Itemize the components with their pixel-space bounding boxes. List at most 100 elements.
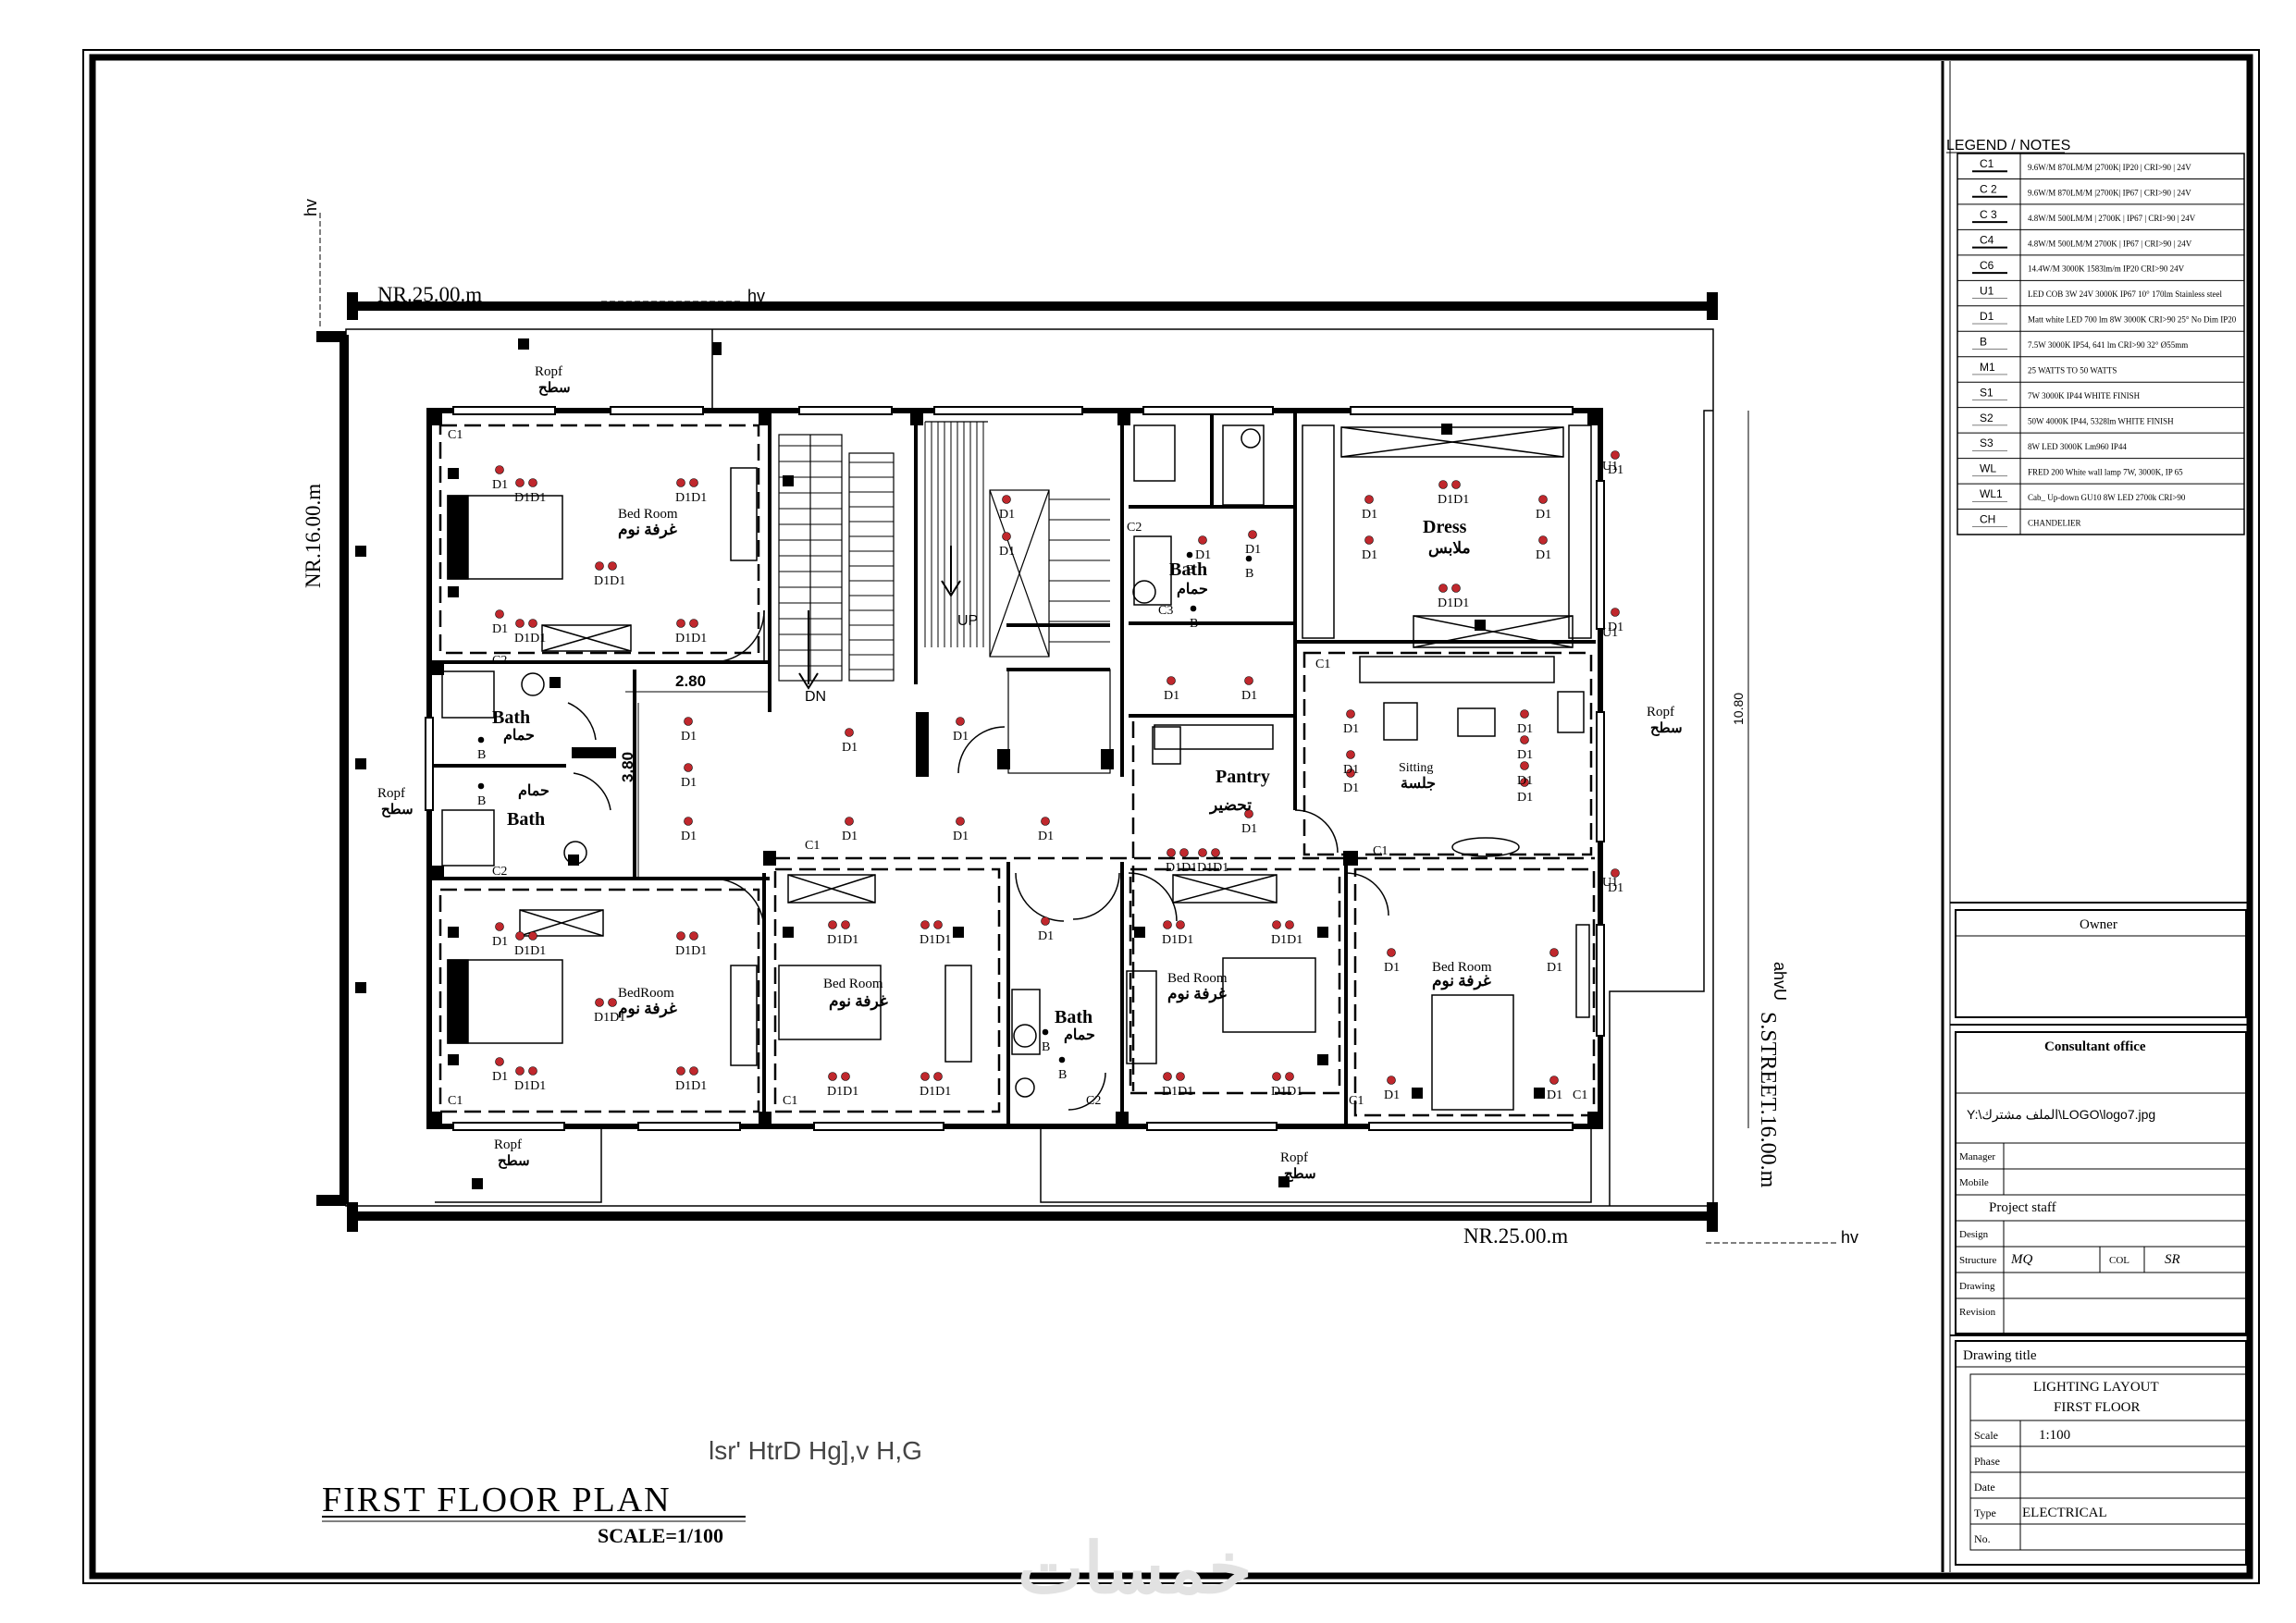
legend-text: 50W 4000K IP44, 5328lm WHITE FINISH <box>2028 417 2174 426</box>
fixture-tag: D1 <box>1362 548 1377 562</box>
legend-symbol: S2 <box>1980 412 1994 424</box>
fixture-tag: D1 <box>681 830 697 843</box>
room-label-en: Sitting <box>1399 761 1433 775</box>
fixture-tag: B <box>477 748 486 762</box>
downlight-icon <box>1346 709 1355 719</box>
downlight-icon <box>841 1072 850 1081</box>
bed-icon <box>1431 994 1514 1111</box>
dimension-bottom-label: NR.25.00.m <box>1463 1224 1568 1248</box>
downlight-icon <box>1179 848 1189 857</box>
room-label-ar: غرفة نوم <box>618 521 677 539</box>
cove-tag: C2 <box>1086 1094 1101 1108</box>
hv-tag: hv <box>1841 1228 1858 1247</box>
downlight-icon <box>676 478 685 487</box>
downlight-icon <box>1041 916 1050 926</box>
legend-symbol: CH <box>1980 513 1995 526</box>
roof-label-en: Ropf <box>377 786 405 801</box>
downlight-icon <box>1198 535 1207 545</box>
room-label-en: Pantry <box>1216 767 1270 787</box>
wall-lamp-icon <box>518 338 529 350</box>
cove-tag: C1 <box>448 428 463 442</box>
wall-lamp-icon <box>1475 620 1486 631</box>
roof-label-ar: سطح <box>498 1154 530 1169</box>
downlight-icon <box>608 998 617 1007</box>
downlight-icon <box>684 763 693 772</box>
downlight-icon <box>1244 676 1253 685</box>
legend-title: LEGEND / NOTES <box>1946 138 2070 154</box>
downlight-icon <box>920 920 930 929</box>
downlight-icon <box>1364 535 1374 545</box>
room-label-ar: غرفة نوم <box>829 992 888 1011</box>
fixture-tag: D1D1 <box>1438 493 1469 507</box>
downlight-icon <box>828 1072 837 1081</box>
downlight-icon <box>1387 1076 1396 1085</box>
downlight-icon <box>1451 480 1461 489</box>
fixture-tag: D1 <box>1038 830 1054 843</box>
fixture-tag: D1 <box>1164 689 1179 703</box>
fixture-tag: D1 <box>1517 748 1533 762</box>
fixture-tag: D1 <box>492 935 508 949</box>
downlight-icon <box>920 1072 930 1081</box>
downlight-icon <box>1538 495 1548 504</box>
street-code: ahvU <box>1771 962 1789 1001</box>
drawing-title-label: Drawing title <box>1963 1348 2037 1363</box>
plot-wall-bottom <box>350 1211 1715 1221</box>
wall-lamp-icon <box>448 468 459 479</box>
room-label-en: Bath <box>1169 559 1207 580</box>
consultant-label: Consultant office <box>2044 1039 2146 1054</box>
fixture-tag: D1 <box>1362 508 1377 522</box>
fixture-tag: B <box>1058 1068 1067 1082</box>
room-label-en: Bed Room <box>1432 960 1492 975</box>
room-label-ar: غرفة نوم <box>1432 972 1491 990</box>
cove-tag: C1 <box>783 1094 797 1108</box>
downlight-icon <box>1002 532 1011 541</box>
scale-label: Scale <box>1974 1429 1998 1442</box>
fixture-tag: D1D1 <box>514 632 546 646</box>
fixture-tag: D1 <box>492 622 508 636</box>
cove-tag: C1 <box>1349 1094 1364 1108</box>
wall-lamp-icon <box>355 758 366 769</box>
plot-wall-top <box>350 301 1715 311</box>
bath-light-icon <box>477 736 485 744</box>
downlight-icon <box>1520 761 1529 770</box>
wall-lamp-icon <box>1278 1176 1290 1187</box>
downlight-icon <box>684 817 693 826</box>
wall-lamp-icon <box>1534 1088 1545 1099</box>
fixture-tag: D1D1 <box>1271 1085 1302 1099</box>
cove-tag: C2 <box>1127 521 1142 535</box>
downlight-icon <box>1198 848 1207 857</box>
cove-tag: C1 <box>448 1094 463 1108</box>
legend-symbol: C6 <box>1980 259 1994 272</box>
downlight-icon <box>841 920 850 929</box>
legend-symbol: B <box>1980 335 1987 348</box>
downlight-icon <box>495 922 504 931</box>
dimension-280: 2.80 <box>675 672 706 690</box>
fixture-tag: D1D1 <box>1162 1085 1193 1099</box>
stair-arrow-icon <box>941 546 961 597</box>
inner-border <box>89 54 2253 1580</box>
fixture-tag: D1D1 <box>675 944 707 958</box>
downlight-icon <box>595 561 604 571</box>
plan-scale: SCALE=1/100 <box>598 1524 723 1547</box>
bath-light-icon <box>1186 551 1193 559</box>
downlight-icon <box>1611 868 1620 878</box>
room-label-en: Bath <box>492 707 530 728</box>
fixture-tag: B <box>1245 567 1253 581</box>
owner-label: Owner <box>2080 917 2117 932</box>
room-label-en: Bed Room <box>823 977 883 991</box>
cove-tag: C1 <box>1315 658 1330 671</box>
legend-text: LED COB 3W 24V 3000K IP67 10° 170lm Stai… <box>2028 289 2223 299</box>
downlight-icon <box>933 920 943 929</box>
fixture-tag: D1D1 <box>827 933 858 947</box>
downlight-icon <box>515 1066 525 1076</box>
downlight-icon <box>528 1066 537 1076</box>
downlight-icon <box>495 465 504 474</box>
fixture-tag: B <box>1042 1040 1050 1054</box>
room-label-ar: حمام <box>518 783 549 800</box>
downlight-icon <box>1346 768 1355 778</box>
downlight-icon <box>528 478 537 487</box>
legend-text: 4.8W/M 500LM/M 2700K | IP67 | CRI>90 | 2… <box>2028 239 2192 248</box>
legend-symbol: M1 <box>1980 361 1995 374</box>
title-block <box>1950 902 2250 1566</box>
stair-down-label: DN <box>805 689 826 705</box>
